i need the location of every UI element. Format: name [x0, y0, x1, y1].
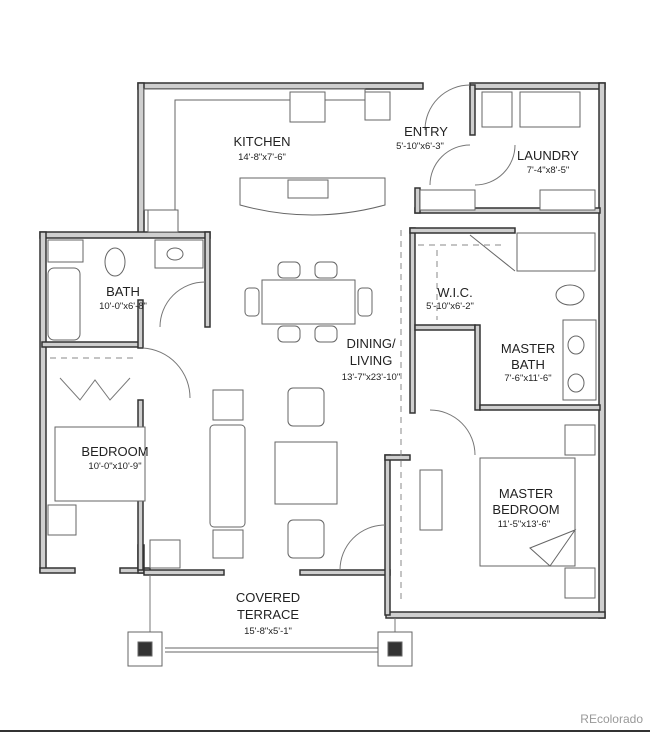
kitchen-fixtures [143, 84, 471, 233]
bedroom-fixtures [47, 347, 191, 569]
dryer-icon [519, 91, 581, 128]
entry-size: 5'-10"x6'-3" [396, 141, 444, 152]
entry-label: ENTRY [404, 124, 448, 139]
bed-icon [54, 426, 146, 502]
dining-living-size: 13'-7"x23'-10" [342, 372, 400, 383]
kitchen-label: KITCHEN [233, 134, 290, 149]
laundry-fixtures [419, 91, 596, 211]
laundry-size: 7'-4"x8'-5" [527, 165, 570, 176]
bath-fixtures [47, 239, 206, 341]
sink-icon [287, 179, 329, 199]
master-bath-fixtures [418, 232, 597, 456]
sofa-icon [209, 424, 246, 528]
washer-icon [481, 91, 513, 128]
bedroom-size: 10'-0"x10'-9" [88, 461, 141, 472]
master-bath-size: 7'-6"x11'-6" [504, 373, 551, 384]
laundry-label: LAUNDRY [517, 148, 579, 163]
dining-living-label-2: LIVING [350, 353, 393, 368]
wic-size: 5'-10"x6'-2" [426, 301, 474, 312]
armchair-icon [287, 519, 325, 559]
kitchen-size: 14'-8"x7'-6" [238, 152, 286, 163]
bathtub-icon [47, 267, 81, 341]
toilet-icon [555, 284, 585, 306]
master-bath-label-1: MASTER [501, 341, 555, 356]
terrace-label-1: COVERED [236, 590, 300, 605]
watermark: REcolorado [580, 712, 643, 726]
master-bedroom-fixtures [419, 424, 596, 599]
terrace [127, 575, 413, 667]
bath-size: 10'-0"x6'-8" [99, 301, 147, 312]
toilet-icon [104, 247, 126, 277]
stove-icon [289, 91, 326, 123]
room-labels: KITCHEN 14'-8"x7'-6" ENTRY 5'-10"x6'-3" … [81, 124, 579, 637]
armchair-icon [287, 387, 325, 427]
shower-icon [516, 232, 596, 272]
master-bedroom-size: 11'-5"x13'-6" [498, 519, 550, 530]
terrace-label-2: TERRACE [237, 607, 299, 622]
dining-living-label-1: DINING/ [346, 336, 396, 351]
bottom-border [0, 730, 650, 732]
fridge-icon [364, 91, 391, 121]
living-fixtures [209, 230, 402, 600]
coffee-table-icon [274, 441, 338, 505]
bedroom-label: BEDROOM [81, 444, 148, 459]
wic-label: W.I.C. [437, 285, 472, 300]
terrace-size: 15'-8"x5'-1" [244, 626, 292, 637]
master-bedroom-label-2: BEDROOM [492, 502, 559, 517]
master-bath-label-2: BATH [511, 357, 545, 372]
exterior-walls [39, 82, 606, 619]
dining-table-icon [261, 279, 356, 325]
master-bedroom-label-1: MASTER [499, 486, 553, 501]
bath-label: BATH [106, 284, 140, 299]
